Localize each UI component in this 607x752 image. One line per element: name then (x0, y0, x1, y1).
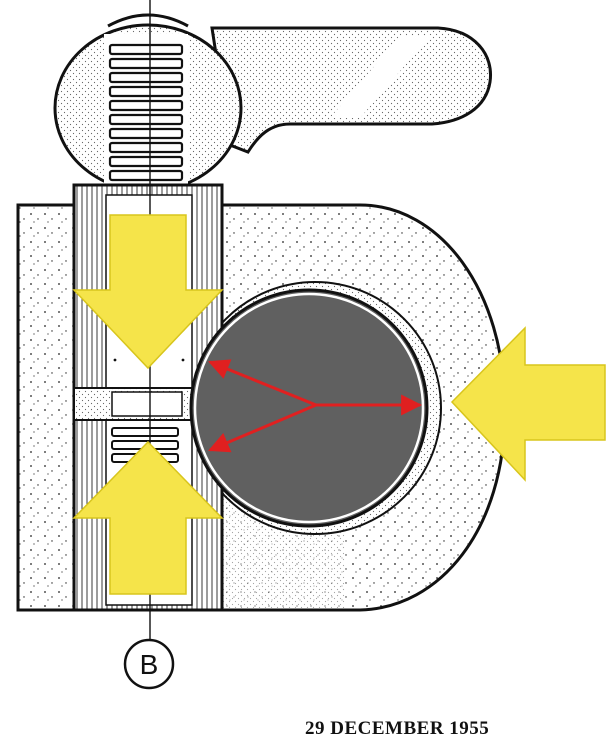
force-arrow-left (450, 326, 606, 482)
callout-label: B (140, 649, 159, 680)
jaw-gap-window (111, 391, 183, 417)
force-vectors (208, 359, 423, 453)
vector-upper-left (208, 359, 317, 407)
lever-handle (210, 26, 493, 154)
vector-lower-left (208, 403, 317, 453)
date-caption: 29 DECEMBER 1955 (305, 718, 490, 739)
lever-slot (330, 36, 430, 118)
callout-circle (123, 638, 175, 690)
rod-highlight (193, 292, 425, 524)
force-arrow-down (72, 214, 224, 370)
force-arrow-up (72, 440, 224, 595)
screw-head-cap (107, 13, 189, 28)
screw-head-threads (108, 43, 184, 182)
